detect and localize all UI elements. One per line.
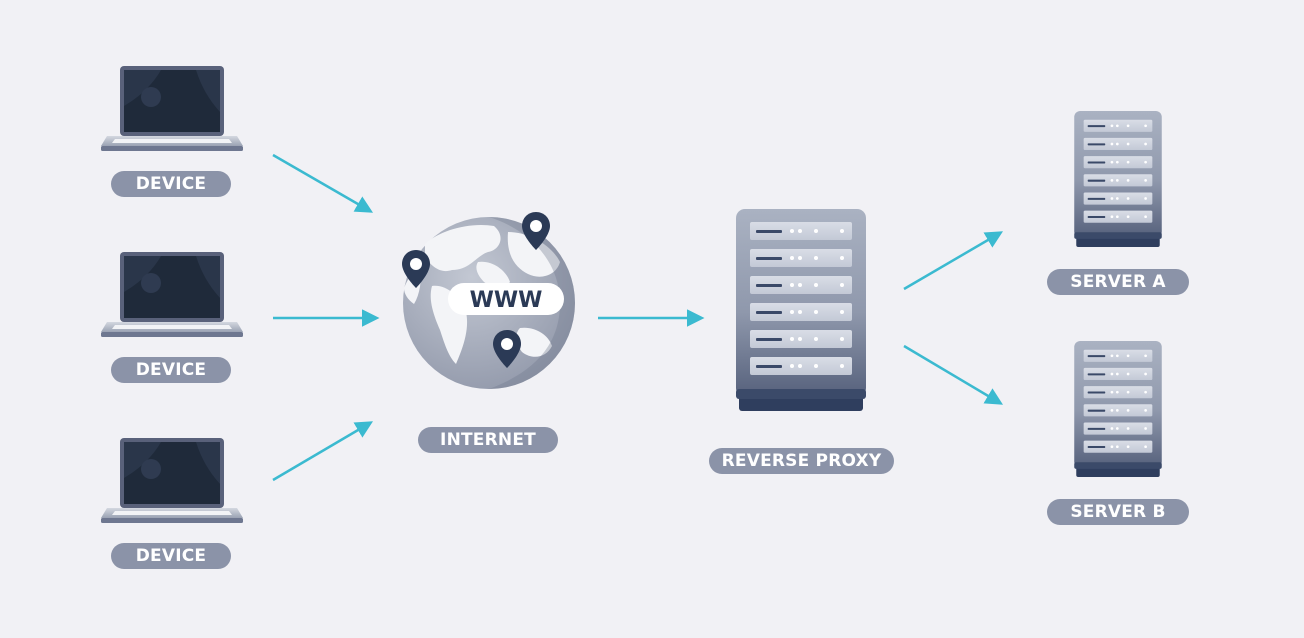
internet-label: INTERNET <box>418 427 558 453</box>
arrow-proxy-to-server-b <box>903 344 1004 405</box>
reverse-proxy-label: REVERSE PROXY <box>709 448 894 474</box>
laptop-icon <box>101 438 243 523</box>
reverse-proxy-server-icon <box>736 209 866 411</box>
device-2-label: DEVICE <box>111 357 231 383</box>
www-badge-text: WWW <box>470 288 543 313</box>
server-b-label: SERVER B <box>1047 499 1189 525</box>
laptop-icon <box>101 66 243 151</box>
server-a-label: SERVER A <box>1047 269 1189 295</box>
device-3-label: DEVICE <box>111 543 231 569</box>
arrow-proxy-to-server-a <box>903 231 1004 291</box>
arrow-device-1-to-internet <box>272 153 374 213</box>
www-badge <box>448 283 564 315</box>
device-1-label: DEVICE <box>111 171 231 197</box>
server-b-icon <box>1074 341 1162 477</box>
arrow-device-3-to-internet <box>272 421 374 482</box>
laptop-icon <box>101 252 243 337</box>
server-a-icon <box>1074 111 1162 247</box>
